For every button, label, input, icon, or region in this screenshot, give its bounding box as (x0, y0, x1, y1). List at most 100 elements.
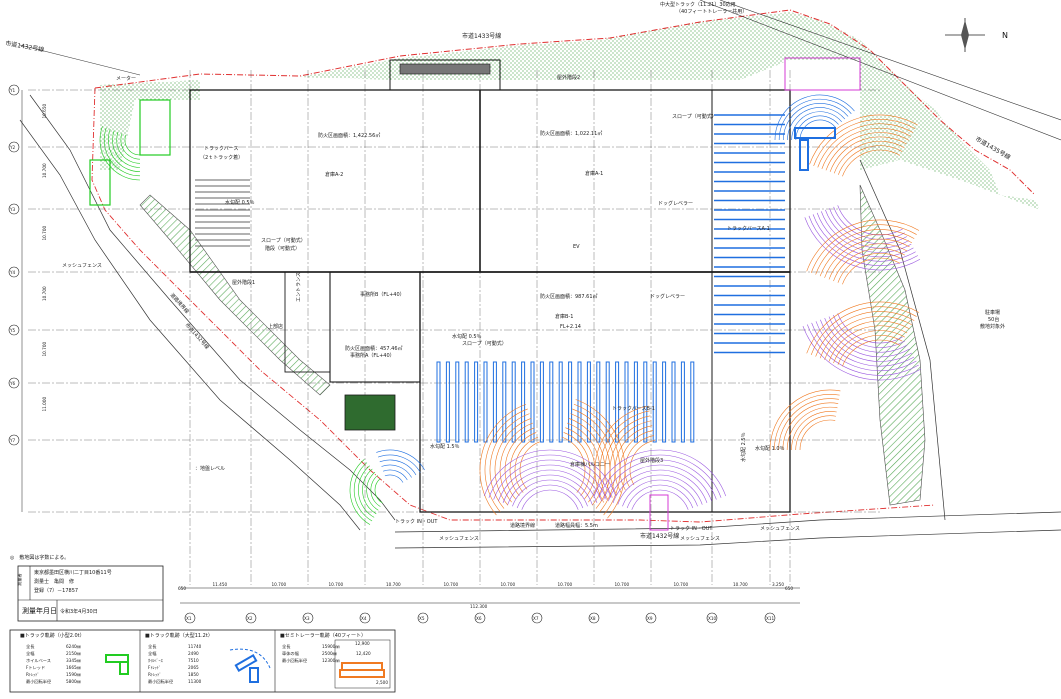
boundary-left (91, 87, 936, 523)
berth-bay-b1 (436, 361, 441, 443)
road-area: 道路境界線 (510, 522, 535, 529)
grid-bubble-col: X5 (417, 612, 429, 624)
trailer-sweep-orange (614, 425, 653, 493)
entry-marker (784, 57, 861, 91)
truck-berth-marks (195, 114, 785, 443)
address: 東京都墨田区横川二丁目10番11号 (34, 569, 112, 576)
zone-a-area: 防火区画面積：1,422.56㎡ (318, 132, 380, 139)
trailer-sweep-orange (828, 243, 908, 280)
zone-d-name: 倉庫A-1 (585, 170, 603, 177)
trailer-sweep-purple (498, 464, 602, 502)
legend-row-value: 7510 (188, 658, 199, 663)
grid-bubble-col: X7 (531, 612, 543, 624)
trailer-sweep-orange (837, 335, 903, 365)
legend-trailer-icon: 12,900 12,420 2,500 (334, 639, 391, 689)
trailer-sweep-orange (833, 141, 905, 174)
slope-1: スロープ（可動式） (261, 237, 306, 244)
truck-in-bottom: トラック IN・OUT (670, 526, 713, 532)
trailer-sweep-orange (795, 415, 837, 451)
truck-swept-paths (89, 57, 922, 531)
legend-row-label: Rﾄﾚｯﾄﾞ (26, 672, 39, 677)
mesh-fence-1: メッシュフェンス (62, 263, 102, 269)
dim-label-col: 10.700 (444, 582, 459, 587)
trailer-sweep-orange (829, 136, 907, 172)
zone-h-name: 事務所A（FL+40） (350, 352, 395, 359)
dim-label-row: 10.650 (42, 104, 47, 119)
legend-row-label: 最小回転半径 (26, 678, 51, 685)
trailer-sweep-purple (824, 318, 910, 358)
trailer-sweep-purple (516, 484, 584, 509)
berth-bay-b1 (539, 361, 544, 443)
berth-bay-b1 (521, 361, 526, 443)
grid-col-label: X3 (304, 616, 310, 621)
legend-row-label: 最小回転半径 (282, 657, 307, 664)
grid-col-label: X6 (476, 616, 482, 621)
parking-3: 敷地対象外 (980, 323, 1005, 330)
grid-col-label: X7 (533, 616, 539, 621)
trailer-sweep-orange (815, 311, 915, 357)
structural-grid (21, 70, 880, 604)
legend-row-label: ﾎｲﾙﾍﾞｰｽ (148, 658, 163, 663)
trailer-sweep-orange (769, 389, 841, 451)
small-truck-sweep (353, 462, 373, 522)
trailer-sweep-purple (502, 469, 598, 504)
trailer-sweep-orange (833, 330, 905, 364)
trailer-sweep-orange (604, 415, 651, 498)
upper-floor: 上部店 (268, 323, 283, 330)
grid-bubble-col: X10 (706, 612, 718, 624)
legend-row-label: 全長 (148, 643, 157, 650)
large-truck-sweep (384, 474, 404, 483)
trailer-sweep-orange (791, 411, 837, 451)
trailer-sweep-orange (561, 436, 586, 493)
berth-bay-b1 (633, 361, 638, 443)
small-truck-sweep (124, 134, 141, 156)
grid-col-label: X4 (361, 616, 367, 621)
trailer-sweep-orange (782, 402, 839, 451)
water-grad-4: 水勾配 2.5％ (740, 432, 747, 462)
berth-bay-b1 (464, 361, 469, 443)
grid-bubble-col: X2 (245, 612, 257, 624)
trailer-dim-3: 2,500 (376, 680, 388, 685)
road-edge-bottom-2 (394, 529, 1061, 549)
berth-bay-b1 (511, 361, 516, 443)
building-footprint (189, 59, 791, 513)
north-arrow: N (945, 18, 1008, 52)
outdoor-stairs-3: 屋外階段3 (640, 457, 663, 464)
top-annex (389, 59, 501, 91)
trailer-sweep-purple (837, 205, 903, 236)
trailer-sweep-orange (842, 149, 901, 177)
mesh-fence-2: メッシュフェンス (439, 536, 479, 542)
dim-edge-left: 650 (178, 586, 186, 591)
grid-bubble-row: Y5 (8, 324, 20, 336)
mesh-fence-3: メッシュフェンス (760, 526, 800, 532)
trailer-sweep-orange (479, 403, 527, 516)
large-truck-sweep (774, 94, 855, 141)
legend-row-value: 11740 (188, 644, 202, 649)
parking-1: 駐車場 (985, 309, 1000, 316)
fl-label: FL+2.14 (560, 324, 581, 330)
dim-label-row: 10.700 (42, 286, 47, 301)
legend-row-value: 15900㎜ (322, 644, 340, 649)
large-truck-sweep (795, 115, 839, 141)
warehouse-b-outline (419, 271, 791, 513)
dim-label-row: 10.700 (42, 226, 47, 241)
trailer-sweep-orange (786, 406, 838, 451)
trailer-sweep-orange (842, 257, 901, 285)
trailer-sweep-purple (804, 217, 921, 271)
berth-bay-b1 (680, 361, 685, 443)
legend-row-label: Fトレッド (26, 665, 45, 670)
meter-label: メーター (116, 75, 136, 82)
dim-label-col: 10.700 (272, 582, 287, 587)
berth-bay-b1 (577, 361, 582, 443)
berth-bay-b1 (605, 361, 610, 443)
site-boundary (19, 0, 1061, 549)
legend-row-label: ホイルベース (26, 658, 51, 663)
truck-berth-a2: トラックバース (204, 146, 239, 152)
left-road-2: 市道1432号線 (184, 322, 211, 351)
trailer-sweep-purple (837, 313, 903, 344)
dim-label-row: 10.700 (42, 342, 47, 357)
trailer-sweep-purple (612, 469, 708, 504)
trailer-sweep-purple (807, 324, 919, 376)
legend-row-label: 全幅 (148, 650, 156, 657)
